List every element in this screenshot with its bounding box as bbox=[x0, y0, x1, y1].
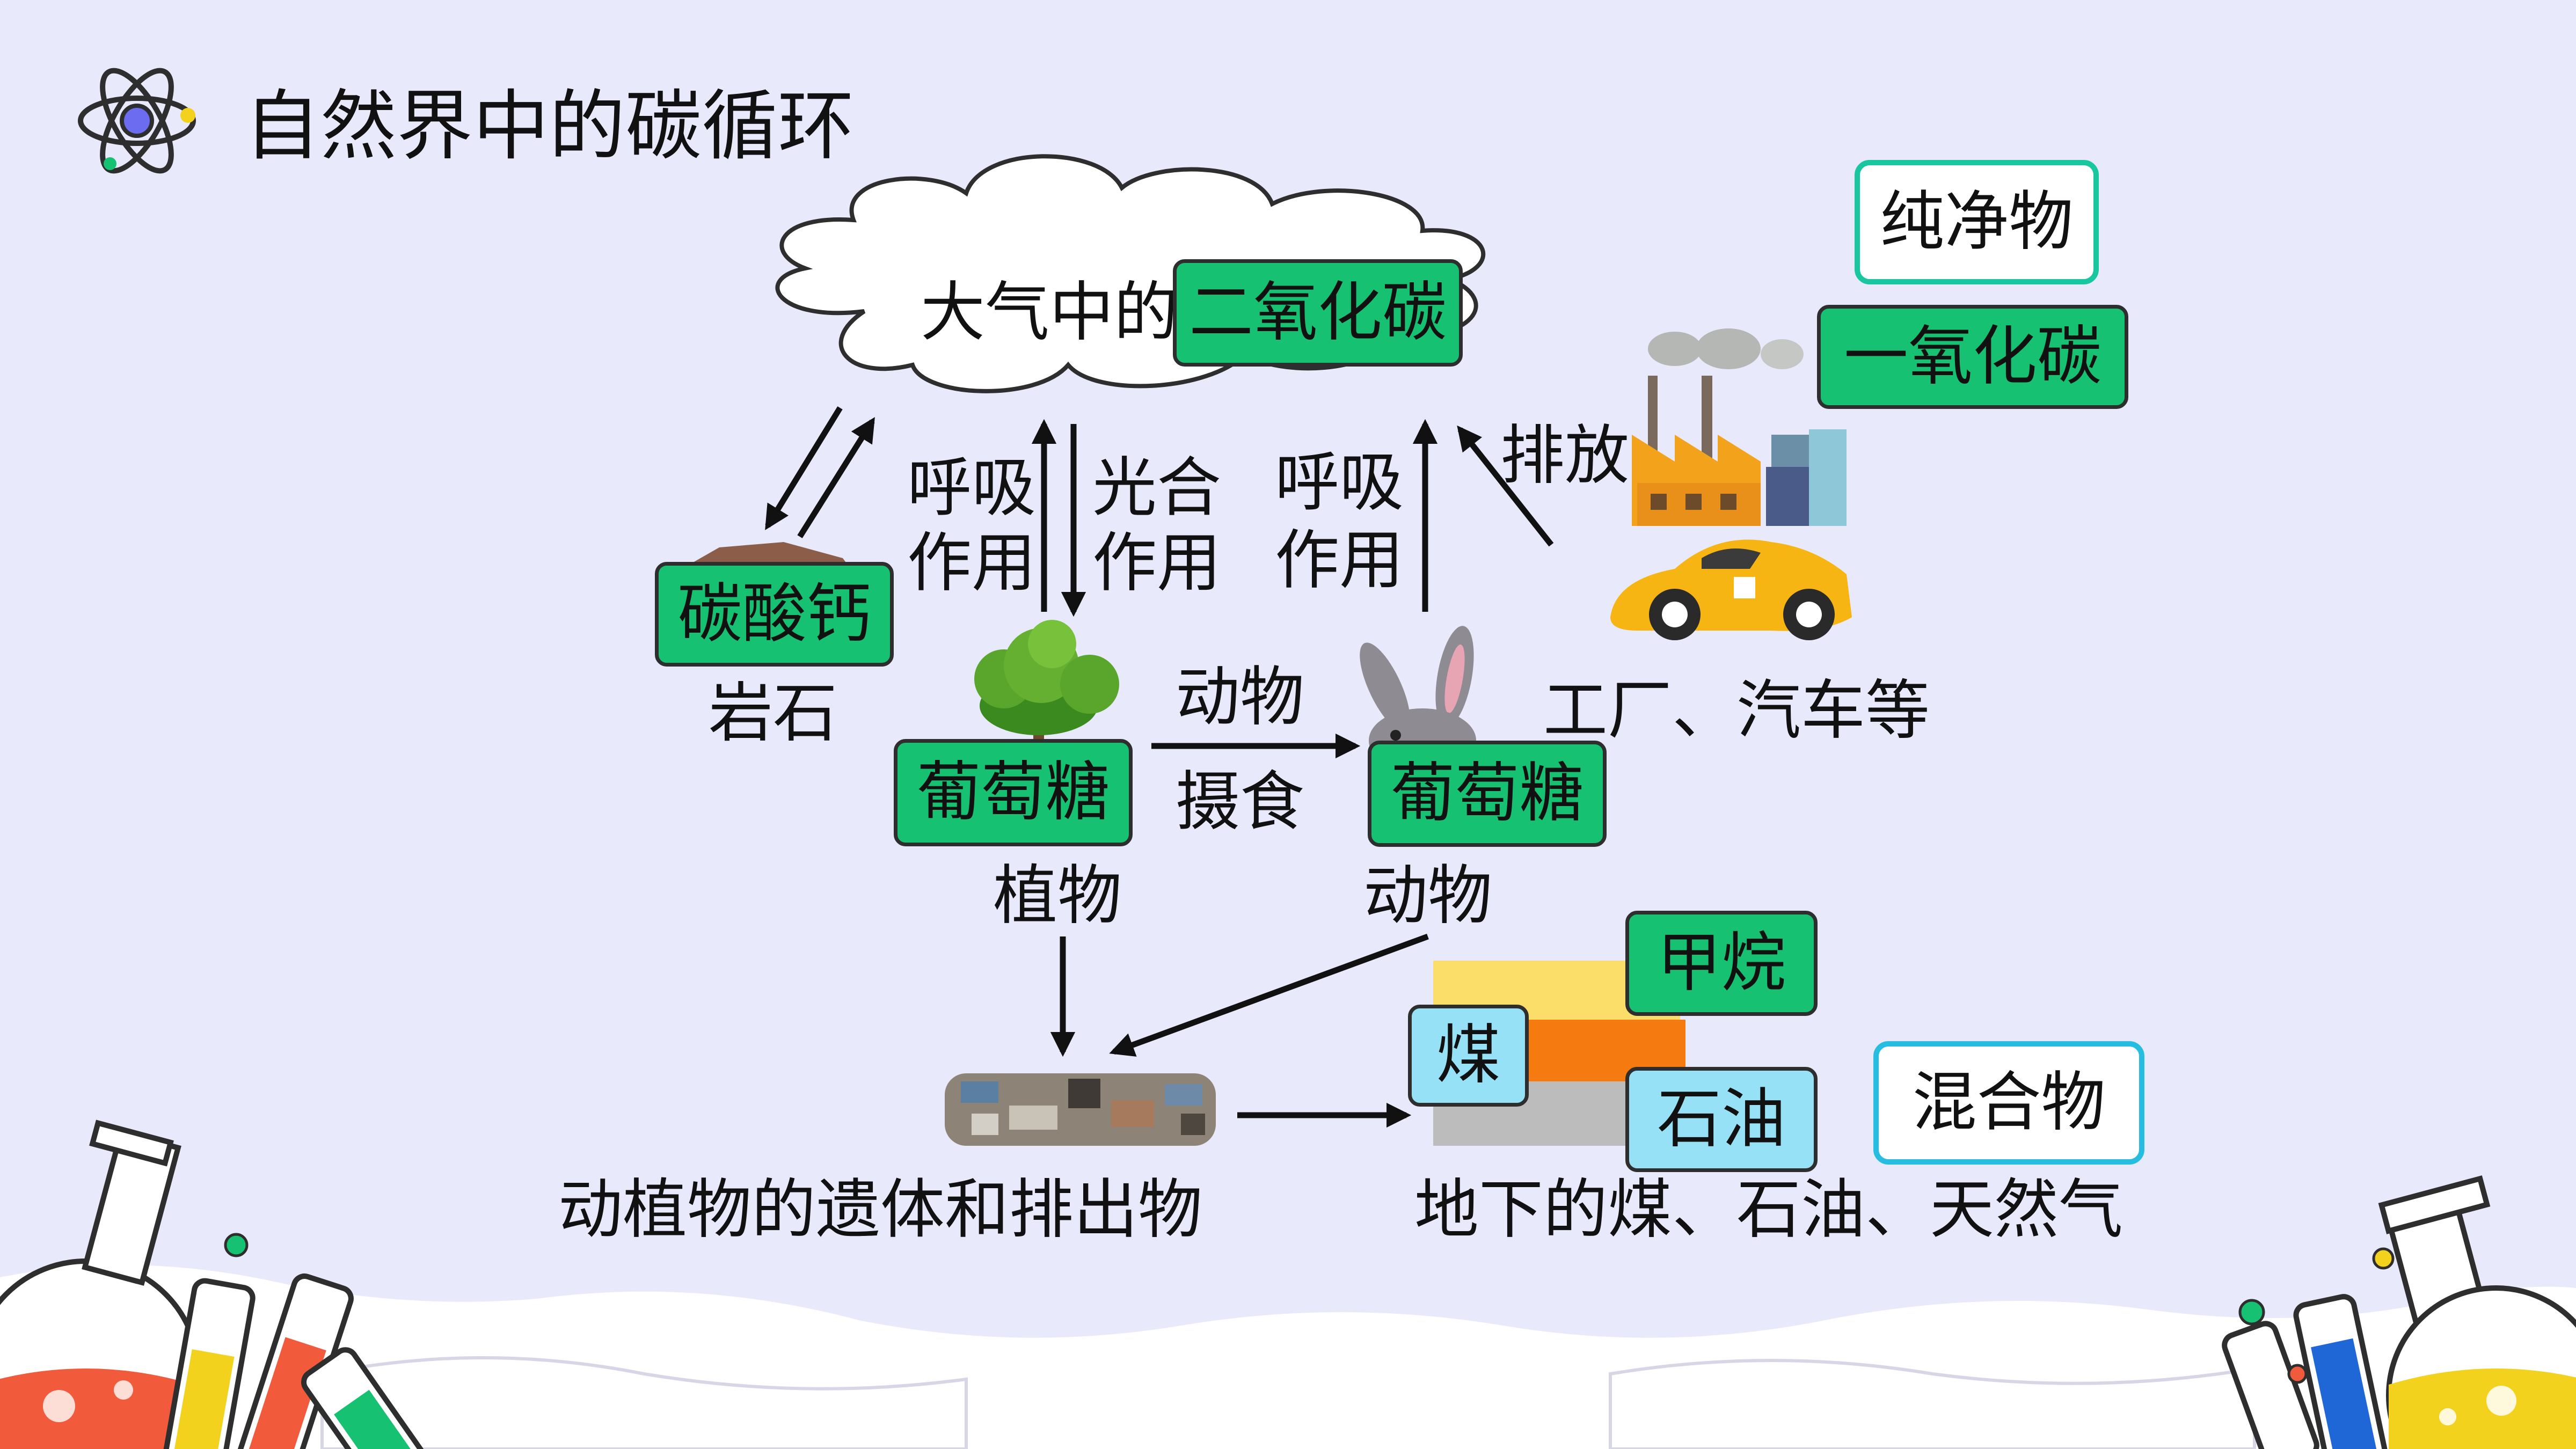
rock-label: 岩石 bbox=[709, 676, 837, 751]
arrow-animal-to-remains bbox=[1109, 933, 1429, 1057]
photosynthesis-line2: 作用 bbox=[1092, 526, 1221, 601]
animal-label: 动物 bbox=[1363, 859, 1492, 933]
petroleum-box: 石油 bbox=[1625, 1067, 1818, 1172]
plant-label: 植物 bbox=[993, 859, 1122, 933]
cloud-label: 大气中的 bbox=[921, 275, 1178, 350]
arrow-emission bbox=[1457, 425, 1554, 547]
flask-icon bbox=[0, 1119, 201, 1449]
fossil-fuel-label: 地下的煤、石油、天然气 bbox=[1414, 1173, 2123, 1247]
glucose-animal-box: 葡萄糖 bbox=[1368, 741, 1607, 847]
glucose-plant-box: 葡萄糖 bbox=[894, 739, 1133, 846]
co2-box: 二氧化碳 bbox=[1173, 259, 1463, 367]
arrow-co2-to-rock bbox=[765, 406, 843, 530]
emission-label: 排放 bbox=[1500, 419, 1629, 493]
remains-label: 动植物的遗体和排出物 bbox=[558, 1173, 1202, 1247]
atom-icon bbox=[78, 68, 196, 174]
arrows bbox=[765, 406, 1554, 1128]
feeding-line2: 摄食 bbox=[1176, 765, 1304, 839]
methane-box: 甲烷 bbox=[1625, 911, 1818, 1016]
coal-box: 煤 bbox=[1408, 1005, 1529, 1107]
legend-pure-substance: 纯净物 bbox=[1855, 160, 2099, 284]
test-tube-icon bbox=[158, 1233, 445, 1449]
factory-label: 工厂、汽车等 bbox=[1543, 674, 1930, 748]
page-title: 自然界中的碳循环 bbox=[244, 82, 854, 171]
respiration-left-line1: 呼吸 bbox=[907, 451, 1036, 525]
test-tube-icon bbox=[2222, 1247, 2395, 1449]
photosynthesis-line1: 光合 bbox=[1092, 451, 1221, 525]
snow-ground bbox=[0, 1265, 2576, 1449]
flask-icon bbox=[2378, 1175, 2576, 1449]
respiration-right-line2: 作用 bbox=[1275, 523, 1404, 598]
factory-icon bbox=[1632, 328, 1847, 526]
feeding-line1: 动物 bbox=[1176, 660, 1304, 735]
respiration-left-line2: 作用 bbox=[907, 526, 1036, 601]
legend-carbon-monoxide: 一氧化碳 bbox=[1817, 305, 2128, 409]
calcium-carbonate-box: 碳酸钙 bbox=[655, 562, 894, 667]
car-icon bbox=[1610, 539, 1852, 640]
bush-icon bbox=[974, 620, 1119, 741]
arrow-rock-to-co2 bbox=[797, 417, 875, 538]
legend-mixture: 混合物 bbox=[1873, 1041, 2144, 1165]
respiration-right-line1: 呼吸 bbox=[1275, 445, 1404, 520]
debris-icon bbox=[945, 1073, 1216, 1146]
